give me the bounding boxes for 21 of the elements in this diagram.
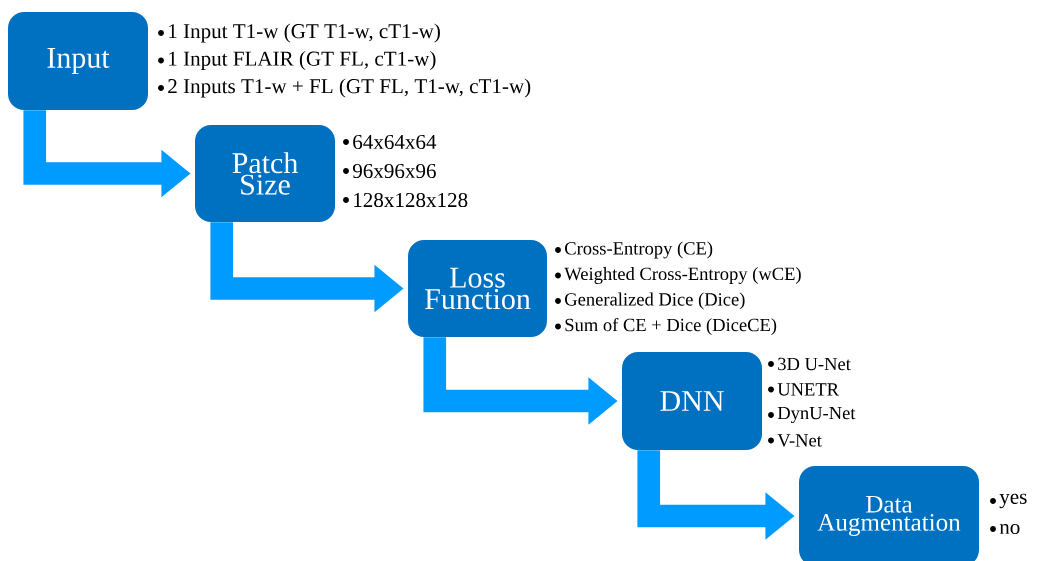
bullet-item: 2 Inputs T1-w + FL (GT FL, T1-w, cT1-w) [158, 78, 531, 98]
bullet-item: 3D U-Net [768, 357, 851, 371]
process-box: Input [8, 12, 148, 110]
bullet-item: 128x128x128 [343, 192, 468, 208]
bullet-item: 64x64x64 [343, 134, 437, 150]
bullet-item: Cross-Entropy (CE) [555, 241, 713, 259]
process-box: DNN [622, 352, 762, 450]
bullet-item: UNETR [768, 383, 839, 396]
bullet-item: DynU-Net [768, 406, 856, 424]
bullet-item: Sum of CE + Dice (DiceCE) [555, 318, 777, 335]
process-box: Loss Function [408, 239, 547, 338]
bullet-item: Generalized Dice (Dice) [555, 292, 745, 310]
bullet-item: V-Net [768, 434, 822, 447]
process-box: Data Augmentation [799, 466, 979, 561]
process-box: Patch Size [195, 124, 335, 223]
bullet-item: 1 Input FLAIR (GT FL, cT1-w) [158, 50, 436, 71]
bullet-item: 1 Input T1-w (GT T1-w, cT1-w) [158, 23, 440, 43]
bullet-item: Weighted Cross-Entropy (wCE) [555, 267, 801, 284]
bullet-item: no [990, 523, 1020, 535]
bullet-item: yes [990, 493, 1027, 509]
bullet-item: 96x96x96 [343, 163, 436, 179]
